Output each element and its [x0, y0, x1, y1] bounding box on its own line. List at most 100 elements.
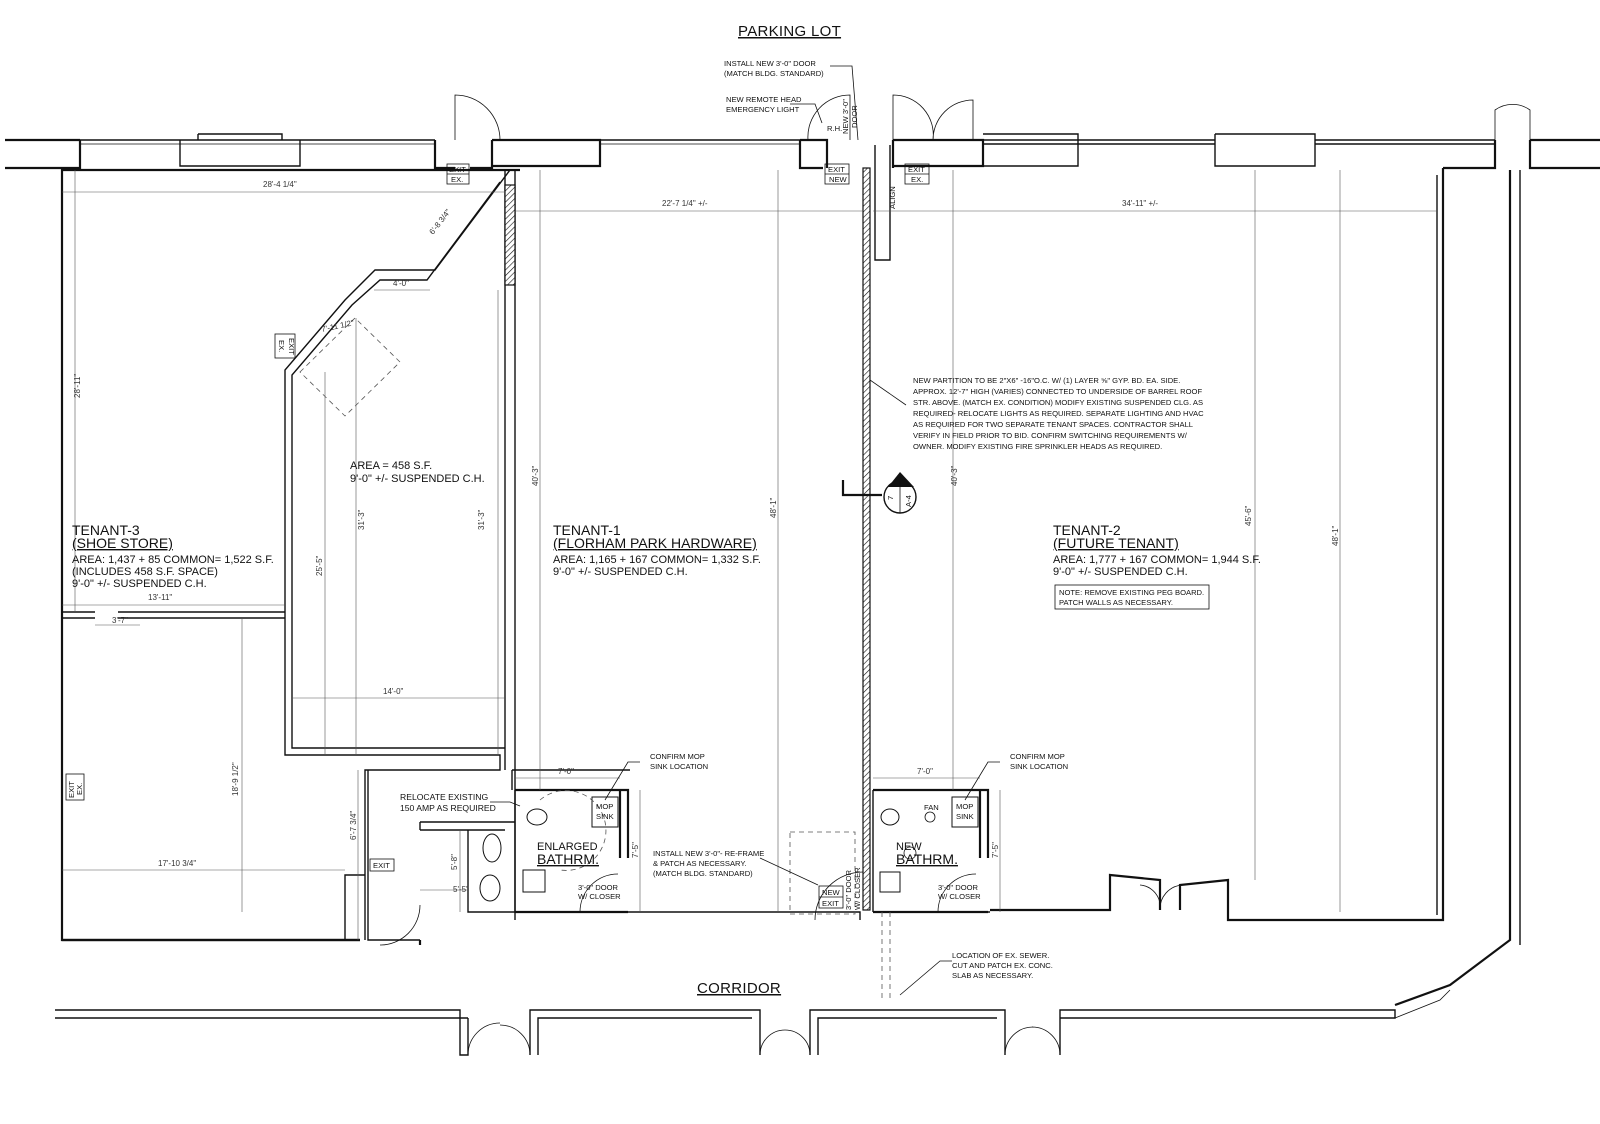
tenant-1-label: TENANT-1 (FLORHAM PARK HARDWARE) AREA: 1…	[553, 522, 761, 578]
svg-text:34'-11" +/-: 34'-11" +/-	[1122, 199, 1158, 208]
svg-text:APPROX. 12'-7" HIGH (VARIES) C: APPROX. 12'-7" HIGH (VARIES) CONNECTED T…	[913, 387, 1202, 396]
svg-text:MOP: MOP	[596, 802, 613, 811]
svg-text:AREA: 1,437 + 85 COMMON= 1,522: AREA: 1,437 + 85 COMMON= 1,522 S.F.	[72, 554, 274, 566]
section-number: 7	[886, 496, 895, 500]
svg-text:SINK: SINK	[596, 812, 614, 821]
svg-text:31'-3": 31'-3"	[477, 509, 486, 530]
svg-text:7'-0": 7'-0"	[558, 767, 574, 776]
door-closer-vert-2: W/ CLOSER	[853, 867, 862, 910]
svg-text:AS REQUIRED FOR TWO SEPARATE T: AS REQUIRED FOR TWO SEPARATE TENANT SPAC…	[913, 420, 1193, 429]
section-sheet: A-4	[904, 495, 913, 507]
svg-text:3'-7": 3'-7"	[112, 616, 128, 625]
svg-text:OWNER. MODIFY EXISTING FIRE SP: OWNER. MODIFY EXISTING FIRE SPRINKLER HE…	[913, 442, 1162, 451]
svg-text:VERIFY IN FIELD PRIOR TO BID.: VERIFY IN FIELD PRIOR TO BID. CONFIRM SW…	[913, 431, 1188, 440]
svg-text:4'-0": 4'-0"	[393, 279, 409, 288]
exit-tag-tenant3-rear: EXIT EX.	[446, 163, 470, 185]
svg-text:(SHOE STORE): (SHOE STORE)	[72, 535, 173, 551]
install-door-note-1: INSTALL NEW 3'-0" DOOR	[724, 59, 816, 68]
relocate-note-2: 150 AMP AS REQUIRED	[400, 803, 496, 813]
svg-text:48'-1": 48'-1"	[1331, 525, 1340, 546]
svg-text:(FUTURE TENANT): (FUTURE TENANT)	[1053, 535, 1179, 551]
svg-text:NEW: NEW	[822, 888, 841, 897]
rh-tag: R.H.	[827, 124, 842, 133]
partition-note: NEW PARTITION TO BE 2"X6" -16"O.C. W/ (1…	[913, 376, 1204, 451]
svg-text:REQUIRED- RELOCATE LIGHTS AS R: REQUIRED- RELOCATE LIGHTS AS REQUIRED. S…	[913, 409, 1204, 418]
confirm-mop-note-1a: CONFIRM MOP	[650, 752, 705, 761]
sewer-note-2: CUT AND PATCH EX. CONC.	[952, 961, 1053, 970]
svg-text:FAN: FAN	[924, 803, 939, 812]
svg-text:13'-11": 13'-11"	[148, 593, 172, 602]
exit-tag-chase: EXIT EX.	[274, 333, 296, 359]
svg-text:45'-6": 45'-6"	[1244, 505, 1253, 526]
svg-text:EX.: EX.	[277, 340, 286, 352]
section-marker: 7 A-4	[841, 472, 917, 514]
tenant-3-label: TENANT-3 (SHOE STORE) AREA: 1,437 + 85 C…	[72, 522, 274, 590]
tenant-1-bath-labels: MOP SINK ENLARGED BATHRM. 3'-0" DOOR W/ …	[537, 802, 621, 901]
exit-tag-tenant3-front: EXIT	[369, 858, 395, 872]
dimension-lines	[62, 170, 1437, 940]
svg-text:MOP: MOP	[956, 802, 973, 811]
reframe-note-1: INSTALL NEW 3'-0"- RE-FRAME	[653, 849, 764, 858]
svg-text:40'-3": 40'-3"	[531, 465, 540, 486]
confirm-mop-note-2a: CONFIRM MOP	[1010, 752, 1065, 761]
corridor-wall	[55, 989, 1451, 1056]
svg-text:EXIT: EXIT	[67, 781, 76, 798]
svg-text:9'-0" +/- SUSPENDED C.H.: 9'-0" +/- SUSPENDED C.H.	[1053, 566, 1188, 578]
remote-head-note-1: NEW REMOTE HEAD	[726, 95, 802, 104]
svg-text:6'-7 3/4": 6'-7 3/4"	[349, 811, 358, 840]
svg-text:22'-7 1/4" +/-: 22'-7 1/4" +/-	[662, 199, 708, 208]
relocate-note-1: RELOCATE EXISTING	[400, 792, 488, 802]
exterior-storefront-wall	[5, 94, 1600, 942]
door-closer-vert-1: 3'-0" DOOR	[844, 869, 853, 910]
sub-space-label: AREA = 458 S.F. 9'-0" +/- SUSPENDED C.H.	[350, 460, 485, 485]
dimension-text: 28'-4 1/4" 22'-7 1/4" +/- 34'-11" +/- 6'…	[73, 180, 1340, 894]
exit-tag-tenant1-rear: EXIT NEW	[824, 163, 850, 185]
svg-text:25'-5": 25'-5"	[315, 555, 324, 576]
svg-text:AREA: 1,165 + 167 COMMON= 1,33: AREA: 1,165 + 167 COMMON= 1,332 S.F.	[553, 554, 761, 566]
svg-text:W/ CLOSER: W/ CLOSER	[578, 892, 621, 901]
corridor-label: CORRIDOR	[697, 980, 781, 997]
svg-text:7'-5": 7'-5"	[631, 842, 640, 858]
svg-text:BATHRM.: BATHRM.	[537, 851, 599, 867]
svg-text:40'-3": 40'-3"	[950, 465, 959, 486]
svg-text:TENANT-3: TENANT-3	[72, 522, 140, 538]
tenant-2-label: TENANT-2 (FUTURE TENANT) AREA: 1,777 + 1…	[1053, 522, 1261, 610]
reframe-note-3: (MATCH BLDG. STANDARD)	[653, 869, 753, 878]
svg-text:EXIT: EXIT	[822, 899, 839, 908]
svg-text:EXIT: EXIT	[373, 861, 390, 870]
tenant-3-walls	[62, 168, 520, 946]
svg-text:AREA: 1,777 + 167 COMMON= 1,94: AREA: 1,777 + 167 COMMON= 1,944 S.F.	[1053, 554, 1261, 566]
svg-text:(INCLUDES 458 S.F. SPACE): (INCLUDES 458 S.F. SPACE)	[72, 566, 218, 578]
svg-text:6'-8 3/4": 6'-8 3/4"	[427, 207, 452, 236]
svg-text:5'-8": 5'-8"	[450, 854, 459, 870]
exit-tag-tenant2-rear: EXIT EX.	[904, 163, 930, 185]
exit-tag-tenant1-front: NEW EXIT	[818, 885, 844, 909]
svg-text:EXIT: EXIT	[449, 165, 466, 174]
svg-text:EXIT: EXIT	[287, 338, 296, 355]
new-door-label-1: NEW 3'-0"	[841, 99, 850, 134]
new-door-label-2: DOOR	[850, 105, 859, 128]
tenant-2-note-2: PATCH WALLS AS NECESSARY.	[1059, 598, 1173, 607]
svg-text:ENLARGED: ENLARGED	[537, 841, 598, 853]
svg-text:AREA = 458 S.F.: AREA = 458 S.F.	[350, 460, 432, 472]
install-door-note-2: (MATCH BLDG. STANDARD)	[724, 69, 824, 78]
svg-text:3'-0" DOOR: 3'-0" DOOR	[578, 883, 619, 892]
svg-text:EX.: EX.	[911, 175, 923, 184]
svg-text:BATHRM.: BATHRM.	[896, 851, 958, 867]
svg-text:18'-9 1/2": 18'-9 1/2"	[231, 762, 240, 796]
svg-text:14'-0": 14'-0"	[383, 687, 404, 696]
parking-lot-label: PARKING LOT	[738, 23, 841, 40]
svg-text:7'-5": 7'-5"	[991, 842, 1000, 858]
svg-text:31'-3": 31'-3"	[357, 509, 366, 530]
svg-text:EXIT: EXIT	[908, 165, 925, 174]
exit-tag-tenant3-side: EXIT EX.	[65, 773, 85, 801]
svg-text:NEW PARTITION TO BE 2"X6" -16": NEW PARTITION TO BE 2"X6" -16"O.C. W/ (1…	[913, 376, 1180, 385]
svg-text:NEW: NEW	[896, 841, 922, 853]
svg-text:EX.: EX.	[451, 175, 463, 184]
svg-text:(FLORHAM PARK HARDWARE): (FLORHAM PARK HARDWARE)	[553, 535, 757, 551]
remote-head-note-2: EMERGENCY LIGHT	[726, 105, 800, 114]
confirm-mop-note-2b: SINK LOCATION	[1010, 762, 1068, 771]
demising-partition	[862, 145, 907, 911]
svg-text:EXIT: EXIT	[828, 165, 845, 174]
svg-text:9'-0" +/- SUSPENDED C.H.: 9'-0" +/- SUSPENDED C.H.	[350, 473, 485, 485]
